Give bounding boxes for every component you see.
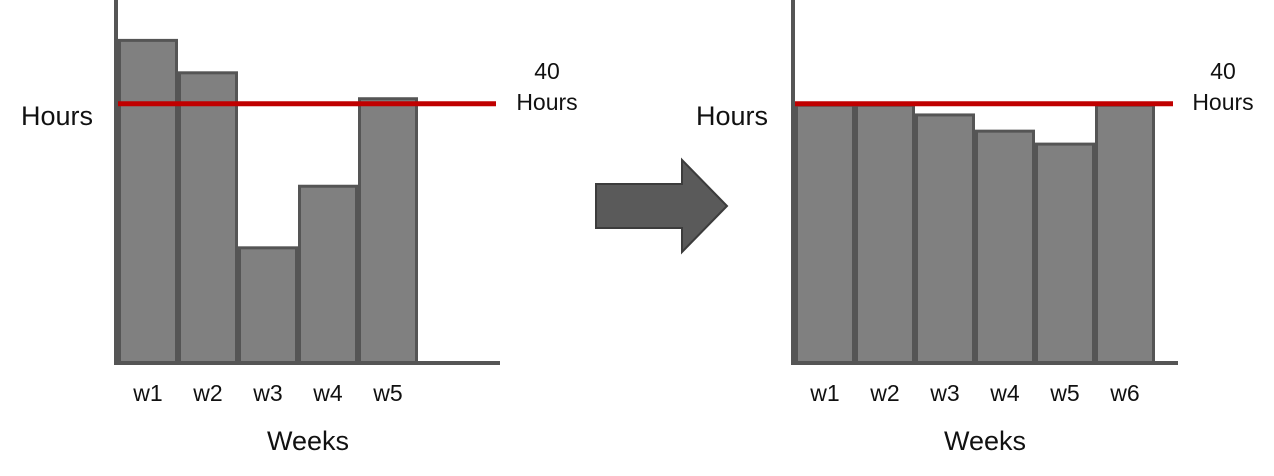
bar-w6: [1095, 103, 1155, 365]
x-tick-label-w3: w3: [929, 380, 959, 406]
x-tick-label-w2: w2: [192, 380, 222, 406]
reference-label-value: 40: [534, 58, 560, 84]
reference-label-value: 40: [1210, 58, 1236, 84]
bar-w4: [298, 184, 358, 365]
bar-w3: [238, 246, 298, 365]
bar-w2: [178, 71, 238, 365]
y-axis-label: Hours: [696, 101, 768, 131]
bar-w5: [1035, 142, 1095, 365]
right-arrow-icon: [595, 157, 729, 255]
bar-w3: [915, 113, 975, 365]
bar-w1: [795, 103, 855, 365]
bars-group: [795, 103, 1155, 365]
x-tick-labels: w1 w2 w3 w4 w5 w6: [809, 380, 1139, 406]
y-axis-label: Hours: [21, 101, 93, 131]
x-tick-label-w5: w5: [372, 380, 402, 406]
x-tick-label-w5: w5: [1049, 380, 1079, 406]
bars-group: [118, 38, 418, 365]
bar-w1: [118, 38, 178, 365]
x-axis-label: Weeks: [267, 426, 349, 456]
x-tick-label-w1: w1: [809, 380, 839, 406]
bar-w5: [358, 97, 418, 365]
x-tick-label-w3: w3: [252, 380, 282, 406]
bar-w4: [975, 129, 1035, 365]
x-axis-label: Weeks: [944, 426, 1026, 456]
x-tick-label-w4: w4: [312, 380, 343, 406]
reference-label-unit: Hours: [1192, 89, 1253, 115]
x-tick-label-w1: w1: [132, 380, 162, 406]
reference-label-unit: Hours: [516, 89, 577, 115]
chart-right: 40 Hours Hours Weeks w1 w2 w3 w4 w5 w6: [696, 0, 1254, 456]
x-tick-labels: w1 w2 w3 w4 w5: [132, 380, 402, 406]
x-tick-label-w2: w2: [869, 380, 899, 406]
bar-w2: [855, 103, 915, 365]
x-tick-label-w6: w6: [1109, 380, 1139, 406]
chart-left: 40 Hours Hours Weeks w1 w2 w3 w4 w5: [21, 0, 578, 456]
x-tick-label-w4: w4: [989, 380, 1020, 406]
